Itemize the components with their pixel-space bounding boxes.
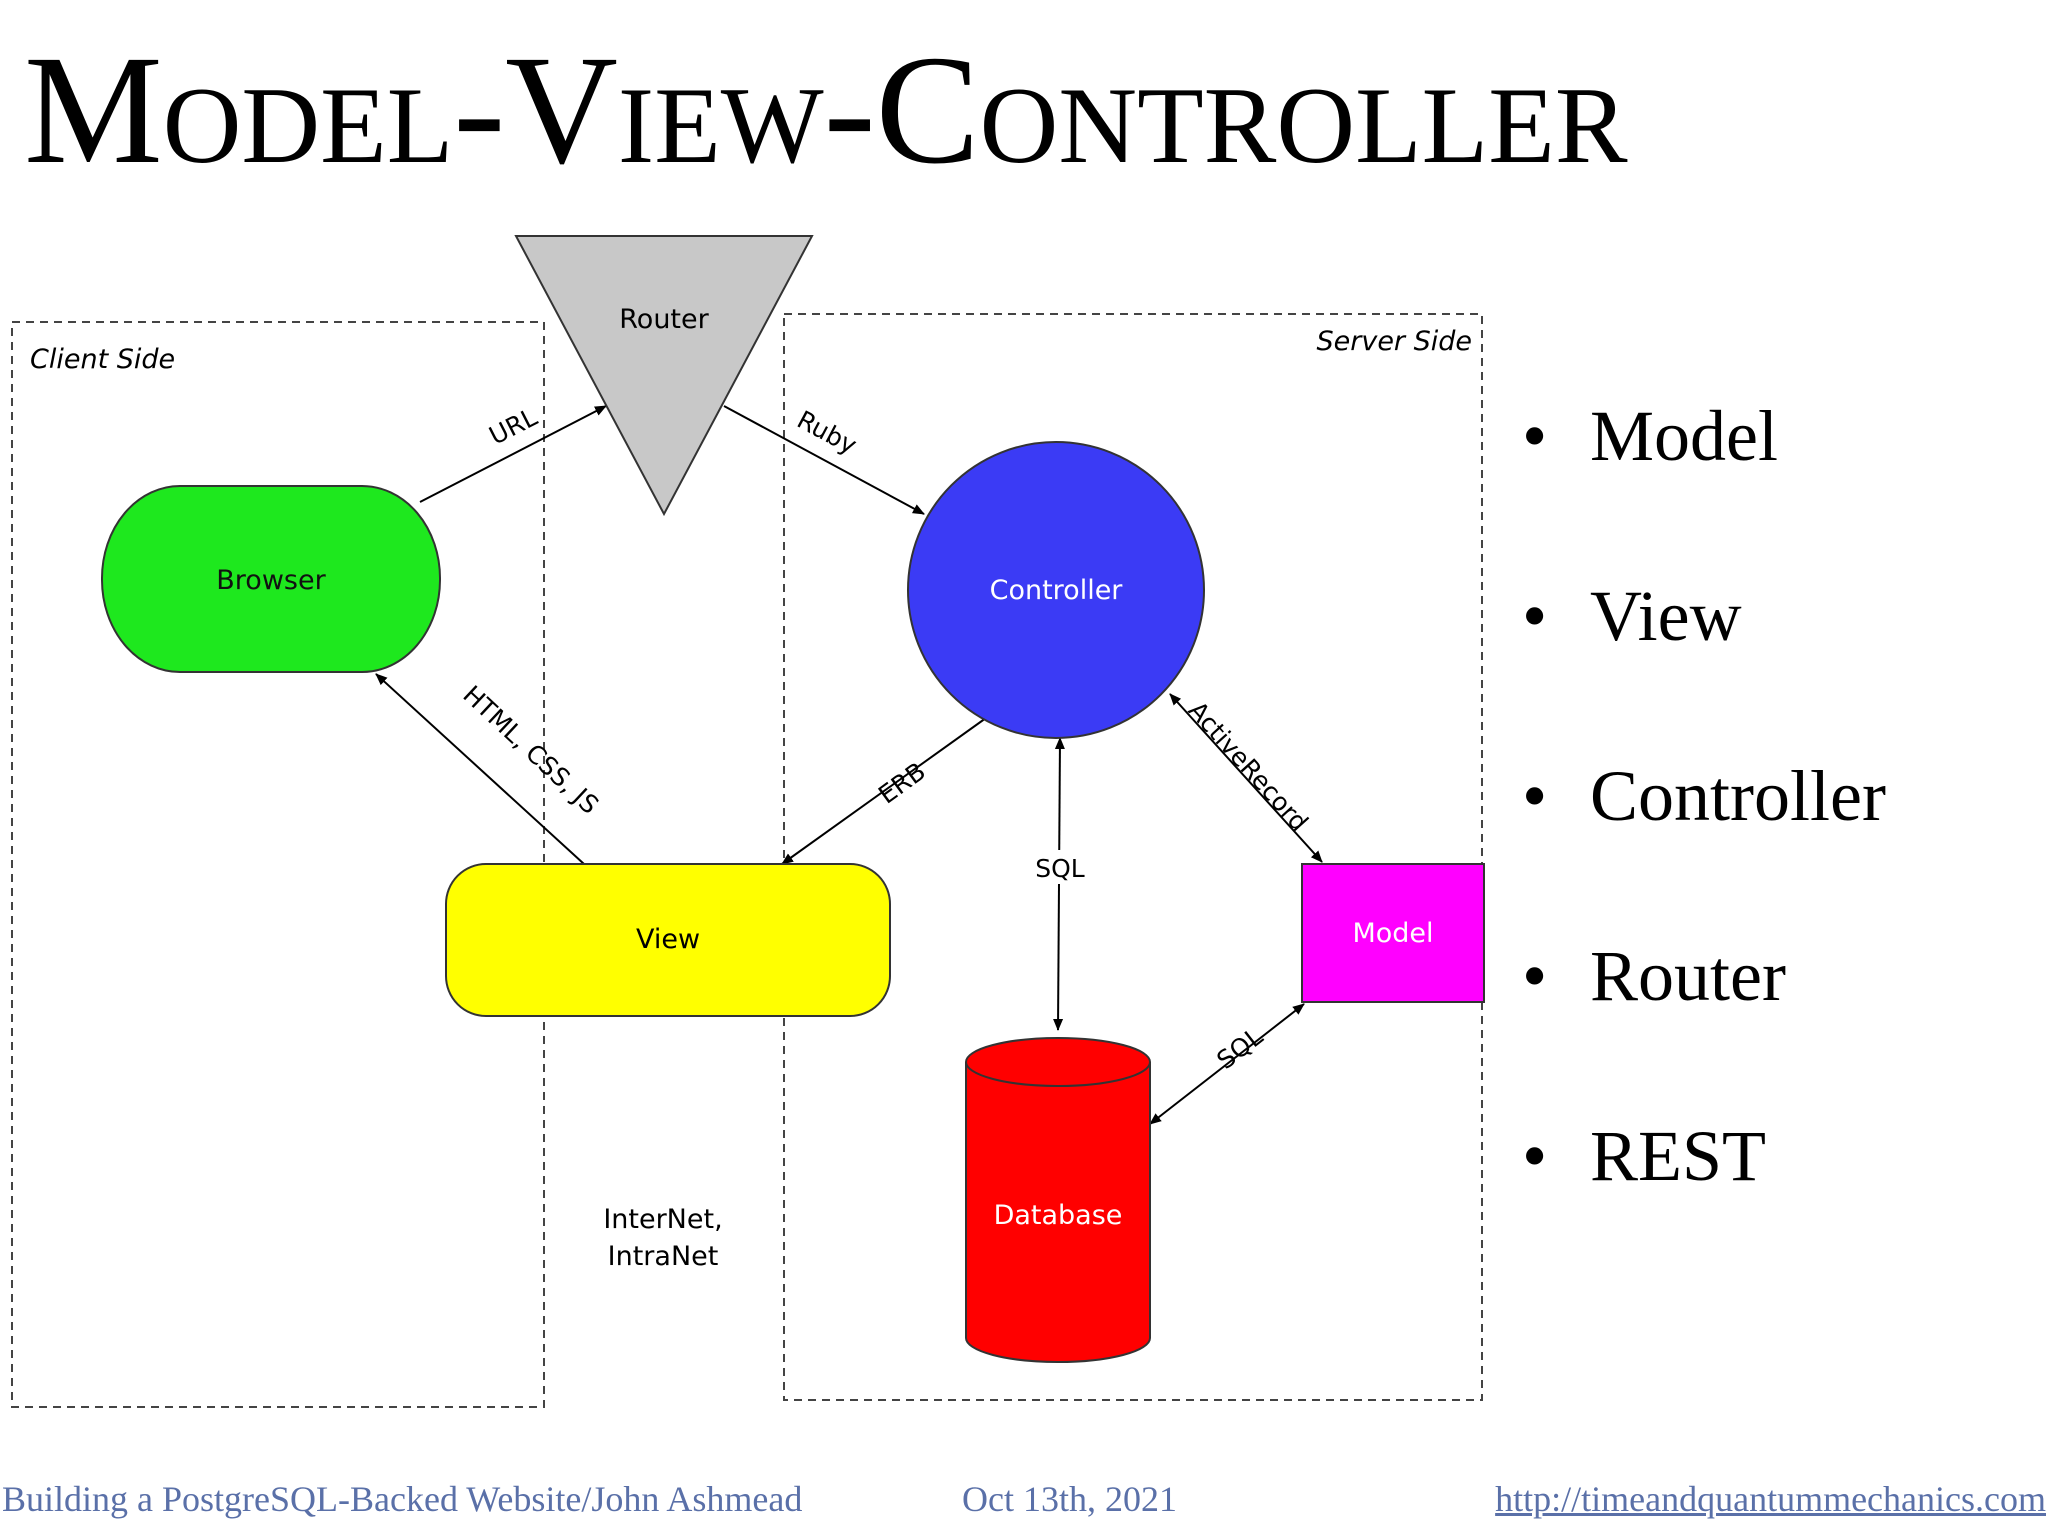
server-side-label: Server Side: [1316, 326, 1472, 357]
footer-website-link[interactable]: http://timeandquantummechanics.com: [1495, 1479, 2046, 1519]
model-label: Model: [1352, 918, 1433, 949]
network-label-line1: InterNet,: [603, 1204, 722, 1235]
erb-edge: [781, 717, 987, 865]
router-node: [514, 235, 814, 517]
network-label-line2: IntraNet: [608, 1241, 719, 1272]
view-node: [445, 863, 891, 1017]
client-side-boundary: [11, 321, 545, 1408]
sql-model-database-edge: [1149, 1003, 1305, 1125]
controller-node: [907, 441, 1205, 739]
router-label: Router: [619, 304, 709, 335]
list-item: •REST: [1522, 1112, 1886, 1292]
list-item: •View: [1522, 572, 1886, 752]
activerecord-edge-label: ActiveRecord: [1183, 696, 1314, 837]
diagram-connections: [375, 405, 1323, 1125]
bullet-icon: •: [1522, 936, 1548, 1016]
bullet-icon: •: [1522, 1116, 1548, 1196]
list-item: •Controller: [1522, 752, 1886, 932]
url-edge: [419, 405, 607, 503]
slide-title: Model-View-Controller: [24, 23, 1628, 196]
view-label: View: [636, 924, 700, 955]
bullet-icon: •: [1522, 576, 1548, 656]
activerecord-edge: [1169, 693, 1323, 863]
html-css-js-edge-label: HTML, CSS, JS: [457, 680, 604, 820]
model-node: [1301, 863, 1485, 1003]
footer-presentation-title: Building a PostgreSQL-Backed Website/Joh…: [2, 1479, 803, 1519]
client-side-label: Client Side: [30, 344, 175, 375]
bullet-icon: •: [1522, 396, 1548, 476]
ruby-edge-label: Ruby: [792, 405, 861, 460]
sql-model-database-label: SQL: [1211, 1022, 1268, 1075]
sql-controller-database-label: SQL: [1035, 854, 1085, 883]
topic-list: •Model •View •Controller •Router •REST: [1522, 392, 1886, 1292]
sql-label-background: [1030, 850, 1090, 884]
footer-date: Oct 13th, 2021: [962, 1479, 1177, 1519]
database-label: Database: [994, 1200, 1123, 1231]
ruby-edge: [723, 405, 925, 515]
bullet-icon: •: [1522, 756, 1548, 836]
list-item: •Model: [1522, 392, 1886, 572]
browser-node: [101, 485, 441, 673]
database-node: [965, 1037, 1151, 1363]
controller-label: Controller: [990, 575, 1124, 606]
browser-label: Browser: [216, 565, 326, 596]
list-item: •Router: [1522, 932, 1886, 1112]
html-css-js-edge: [375, 673, 585, 865]
